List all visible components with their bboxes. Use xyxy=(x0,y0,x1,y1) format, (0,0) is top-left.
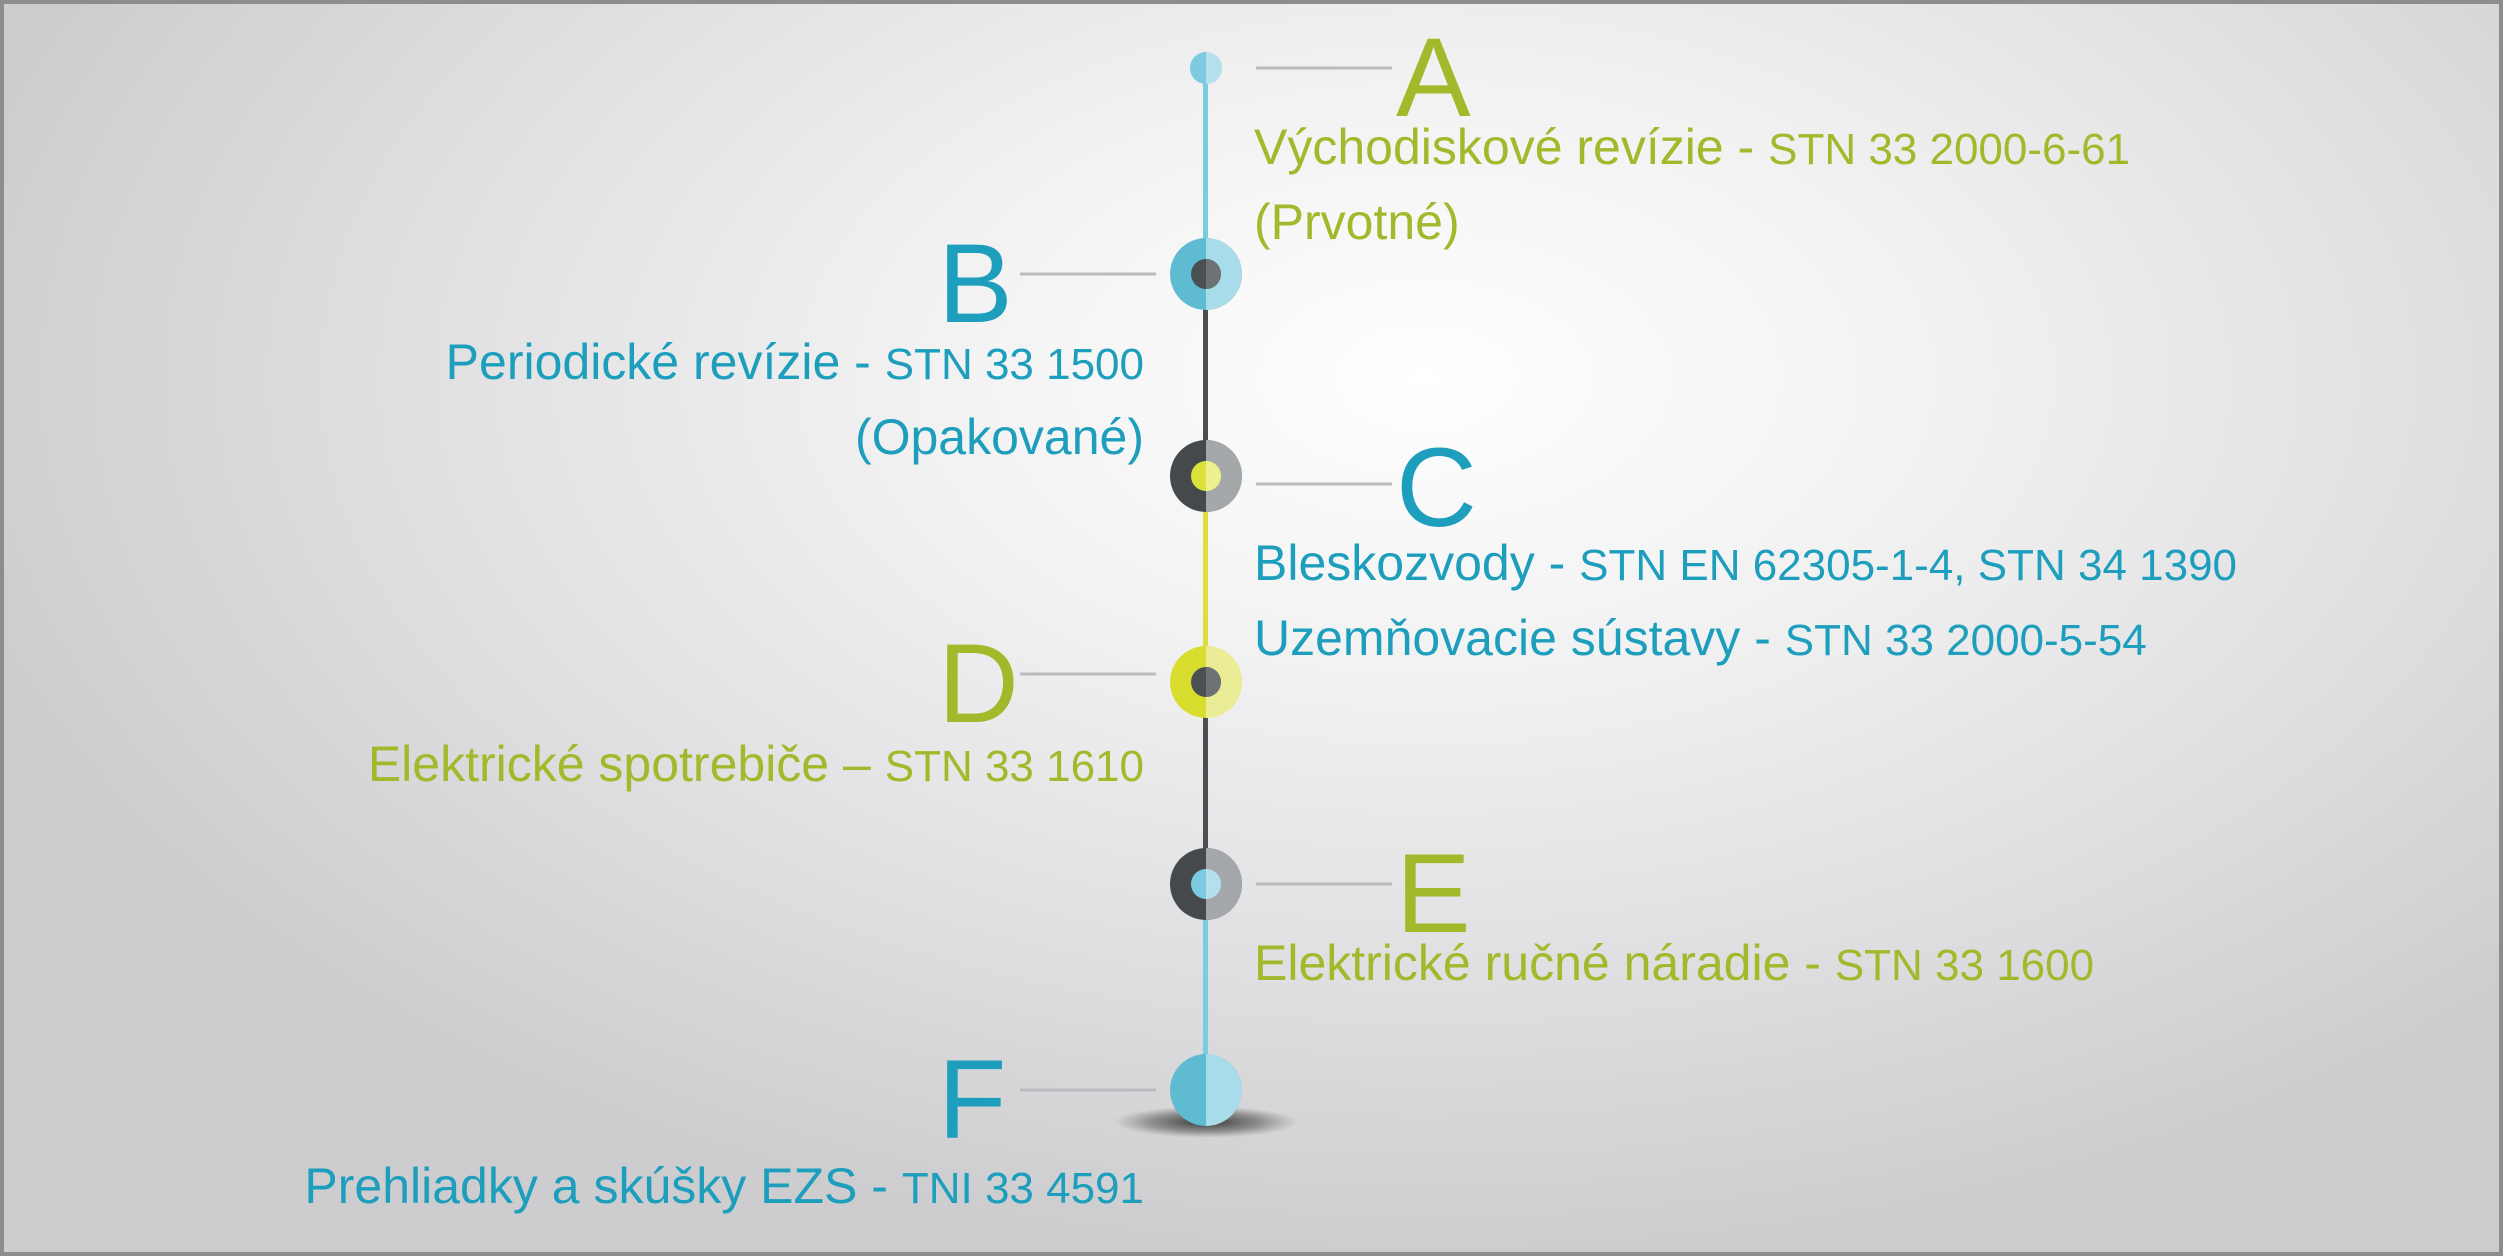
label-a-note: (Prvotné) xyxy=(1254,194,1460,250)
letter-e: E xyxy=(1396,831,1471,956)
timeline-segment-bottom xyxy=(1203,884,1208,1090)
label-c-title2: Uzemňovacie sústavy - xyxy=(1254,610,1785,666)
label-d-title: Elektrické spotrebiče – xyxy=(367,736,885,792)
label-e: Elektrické ručné náradie - STN 33 1600 xyxy=(1254,927,2094,1002)
node-e xyxy=(1170,848,1242,920)
label-e-standard: STN 33 1600 xyxy=(1834,941,2095,990)
label-c-standard: STN EN 62305-1-4, STN 34 1390 xyxy=(1579,541,2238,590)
label-c-standard2: STN 33 2000-5-54 xyxy=(1784,616,2147,665)
label-b-title: Periodické revízie - xyxy=(445,334,885,390)
node-d xyxy=(1170,646,1242,718)
label-c: Bleskozvody - STN EN 62305-1-4, STN 34 1… xyxy=(1254,527,2237,677)
label-f-standard: TNI 33 4591 xyxy=(901,1164,1144,1213)
label-a: Východiskové revízie - STN 33 2000-6-61 … xyxy=(1254,111,2130,258)
timeline-segment-yellow xyxy=(1203,476,1208,682)
label-e-title: Elektrické ručné náradie - xyxy=(1254,935,1835,991)
label-d: Elektrické spotrebiče – STN 33 1610 xyxy=(368,728,1144,803)
label-c-title: Bleskozvody - xyxy=(1254,535,1580,591)
timeline-segment-dark-2 xyxy=(1203,682,1208,884)
label-a-title: Východiskové revízie - xyxy=(1254,119,1769,175)
letter-f: F xyxy=(938,1037,1007,1162)
label-a-standard: STN 33 2000-6-61 xyxy=(1768,125,2131,174)
letter-a: A xyxy=(1396,15,1471,140)
label-b-standard: STN 33 1500 xyxy=(884,340,1144,389)
label-d-standard: STN 33 1610 xyxy=(884,742,1144,791)
timeline-segment-top xyxy=(1203,68,1208,274)
letter-d: D xyxy=(938,621,1019,746)
label-b-note: (Opakované) xyxy=(854,409,1144,465)
node-a xyxy=(1190,52,1222,84)
node-c xyxy=(1170,440,1242,512)
letter-b: B xyxy=(938,221,1013,346)
node-b xyxy=(1170,238,1242,310)
timeline-graphic xyxy=(1020,52,1392,1138)
label-b: Periodické revízie - STN 33 1500 (Opakov… xyxy=(446,326,1144,473)
node-f xyxy=(1170,1054,1242,1126)
timeline-segment-dark-1 xyxy=(1203,274,1208,476)
label-f-title: Prehliadky a skúšky EZS - xyxy=(304,1158,902,1214)
label-f: Prehliadky a skúšky EZS - TNI 33 4591 xyxy=(304,1150,1144,1225)
letter-c: C xyxy=(1396,425,1477,550)
